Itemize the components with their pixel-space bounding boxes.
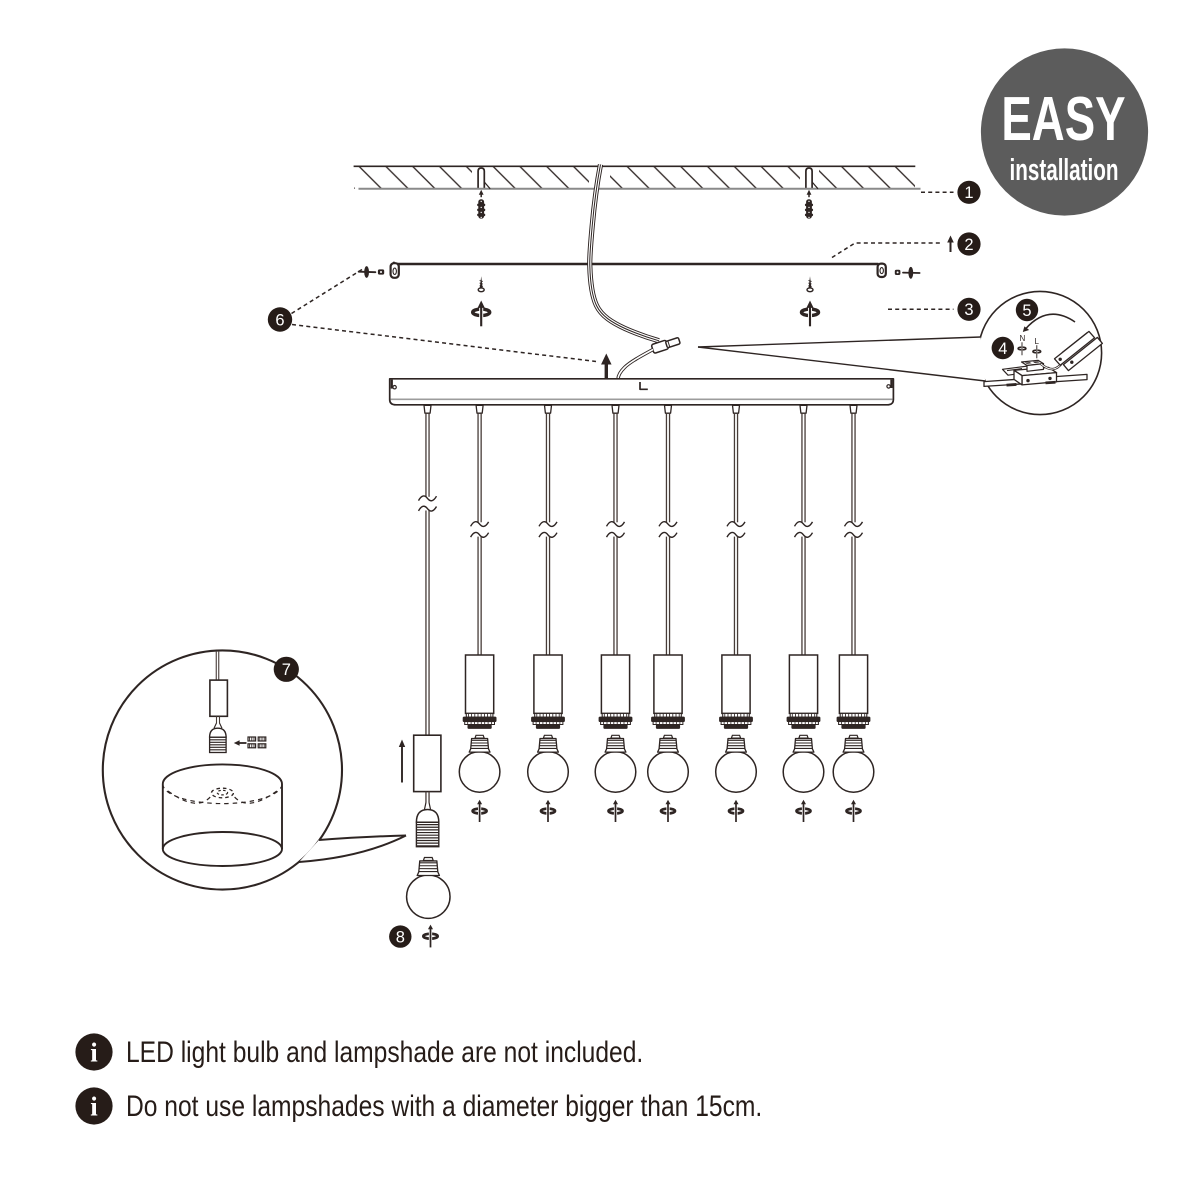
svg-text:EASY: EASY bbox=[1001, 84, 1125, 153]
svg-text:2: 2 bbox=[964, 236, 973, 254]
svg-text:8: 8 bbox=[396, 928, 405, 946]
svg-text:3: 3 bbox=[964, 301, 973, 319]
svg-text:5: 5 bbox=[1022, 302, 1031, 320]
svg-text:7: 7 bbox=[282, 661, 291, 679]
svg-text:1: 1 bbox=[964, 184, 973, 202]
svg-text:i: i bbox=[90, 1092, 98, 1122]
svg-text:6: 6 bbox=[275, 311, 284, 329]
svg-text:installation: installation bbox=[1009, 152, 1118, 187]
svg-text:N: N bbox=[1020, 334, 1026, 343]
svg-text:LED light bulb and lampshade a: LED light bulb and lampshade are not inc… bbox=[126, 1035, 643, 1069]
svg-text:4: 4 bbox=[998, 340, 1007, 358]
svg-text:L: L bbox=[1035, 337, 1040, 346]
svg-text:i: i bbox=[90, 1038, 98, 1068]
svg-text:Do not use lampshades with a d: Do not use lampshades with a diameter bi… bbox=[126, 1089, 762, 1123]
